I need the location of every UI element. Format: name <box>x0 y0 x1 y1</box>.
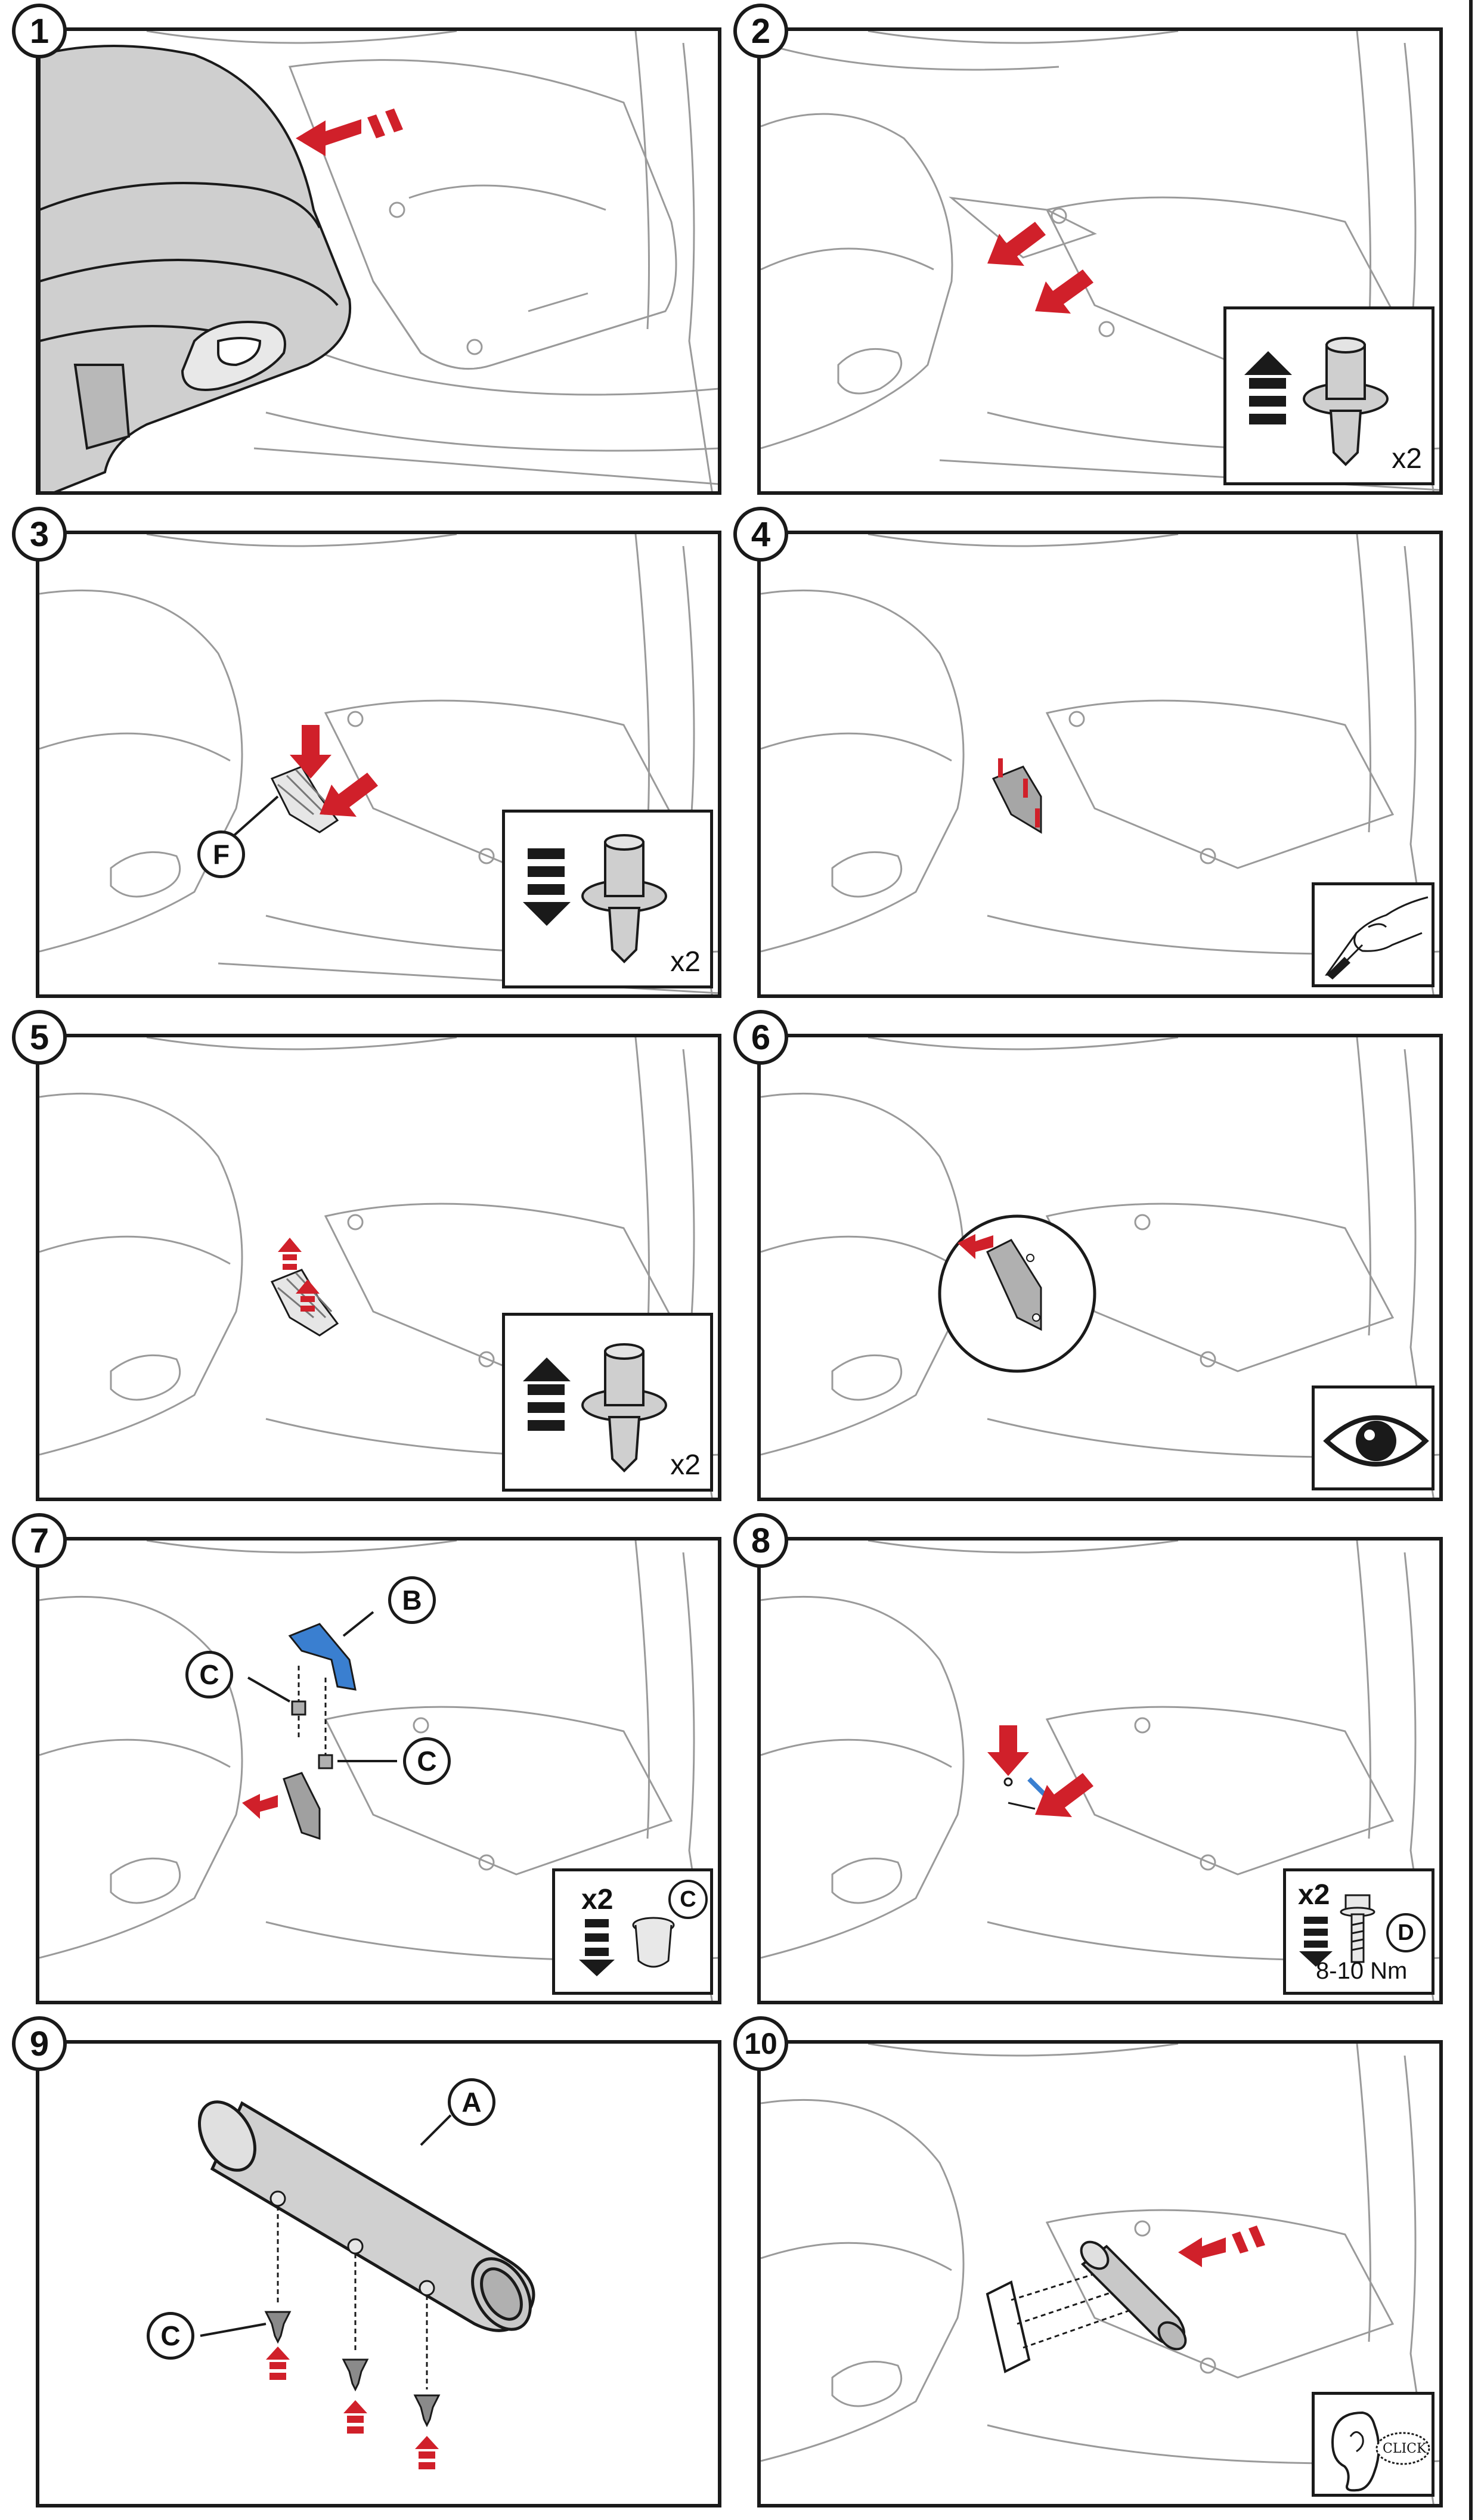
inset-callout-c: C <box>668 1880 708 1919</box>
step-3-panel: F x2 3 <box>12 507 721 998</box>
step-5-clip-inset: x2 <box>502 1313 713 1492</box>
callout-f: F <box>197 830 245 878</box>
step-9-push-arrows <box>266 2347 439 2469</box>
quantity-label: x2 <box>581 1884 614 1915</box>
callout-c: C <box>185 1651 233 1698</box>
bolt-torque-icon <box>1299 1894 1375 1967</box>
step-10-illustration <box>761 2044 1439 2504</box>
step-2-frame: x2 <box>757 27 1443 495</box>
step-4-knife-inset <box>1312 882 1434 987</box>
ear-click-icon <box>1331 2411 1430 2492</box>
step-number: 1 <box>12 4 67 58</box>
hand-knife-icon <box>1325 896 1429 980</box>
nut-install-down-icon <box>579 1917 675 1976</box>
step-1-illustration <box>39 31 718 491</box>
nut-c <box>291 1700 333 1769</box>
click-label: CLICK <box>1383 2441 1427 2456</box>
torque-label: 8-10 Nm <box>1316 1958 1408 1984</box>
quantity-label: x2 <box>1298 1879 1330 1911</box>
step-3-arrows <box>290 725 378 817</box>
step-5-frame: x2 <box>36 1034 721 1501</box>
inset-callout-d: D <box>1386 1913 1426 1952</box>
step-2-arrows <box>987 222 1093 314</box>
step-7-illustration <box>39 1540 718 2001</box>
clip-install-down-icon <box>523 834 667 963</box>
step-7-nut-inset: x2 C <box>552 1868 713 1995</box>
clip-remove-up-icon <box>1244 337 1389 466</box>
step-9-illustration <box>198 2100 535 2469</box>
step-4-cut-part <box>992 765 1042 834</box>
step-5-illustration <box>39 1037 718 1498</box>
step-3-frame: F x2 <box>36 531 721 998</box>
step-number: 9 <box>12 2016 67 2071</box>
clip-c <box>264 2311 441 2428</box>
step-2-panel: x2 2 <box>733 4 1443 495</box>
step-number: 4 <box>733 507 788 562</box>
step-6-eye-inset <box>1312 1385 1434 1490</box>
step-1-frame <box>36 27 721 495</box>
quantity-label: x2 <box>670 1449 701 1481</box>
step-8-arrows <box>987 1725 1093 1817</box>
callout-c: C <box>403 1737 451 1785</box>
step-number: 3 <box>12 507 67 562</box>
step-8-bolt-inset: x2 D 8-10 Nm <box>1283 1868 1434 1995</box>
step-number: 5 <box>12 1010 67 1065</box>
step-10-panel: CLICK 10 <box>733 2016 1443 2507</box>
step-6-panel: 6 <box>733 1010 1443 1501</box>
step-4-frame <box>757 531 1443 998</box>
step-number: 7 <box>12 1513 67 1568</box>
step-number: 8 <box>733 1513 788 1568</box>
step-1-panel: 1 <box>12 4 721 495</box>
step-10-click-inset: CLICK <box>1312 2392 1434 2497</box>
step-7-arrow <box>242 1794 278 1819</box>
step-10-push-arrow <box>1178 2225 1265 2267</box>
step-6-magnifier <box>938 1214 1096 1373</box>
callout-c: C <box>147 2312 194 2360</box>
step-7-frame: B C C x2 C <box>36 1537 721 2004</box>
quantity-label: x2 <box>670 946 701 978</box>
step-2-clip-inset: x2 <box>1223 306 1434 485</box>
step-10-frame: CLICK <box>757 2040 1443 2507</box>
installed-tube <box>1080 2240 1187 2351</box>
callout-a: A <box>448 2078 495 2126</box>
page-right-rule <box>1469 0 1473 2520</box>
step-3-clip-inset: x2 <box>502 810 713 988</box>
step-9-panel: A C 9 <box>12 2016 721 2507</box>
bracket-b <box>288 1623 357 1691</box>
tube-a <box>198 2100 535 2332</box>
step-2-illustration <box>761 31 1439 491</box>
step-4-cut-marks <box>998 758 1040 827</box>
step-9-frame: A C <box>36 2040 721 2507</box>
step-4-panel: 4 <box>733 507 1443 998</box>
eye-icon <box>1323 1415 1429 1467</box>
step-6-illustration <box>761 1037 1439 1498</box>
step-8-frame: x2 D 8-10 Nm <box>757 1537 1443 2004</box>
step-6-arrow <box>958 1234 993 1259</box>
step-number: 10 <box>733 2016 788 2071</box>
step-8-panel: x2 D 8-10 Nm 8 <box>733 1513 1443 2004</box>
step-5-up-arrows <box>278 1238 320 1312</box>
step-5-panel: x2 5 <box>12 1010 721 1501</box>
step-6-frame <box>757 1034 1443 1501</box>
step-number: 6 <box>733 1010 788 1065</box>
quantity-label: x2 <box>1392 443 1422 475</box>
clip-remove-up-icon <box>523 1343 667 1473</box>
callout-b: B <box>388 1576 436 1624</box>
step-7-panel: B C C x2 C 7 <box>12 1513 721 2004</box>
step-1-push-arrow <box>296 109 403 156</box>
step-number: 2 <box>733 4 788 58</box>
